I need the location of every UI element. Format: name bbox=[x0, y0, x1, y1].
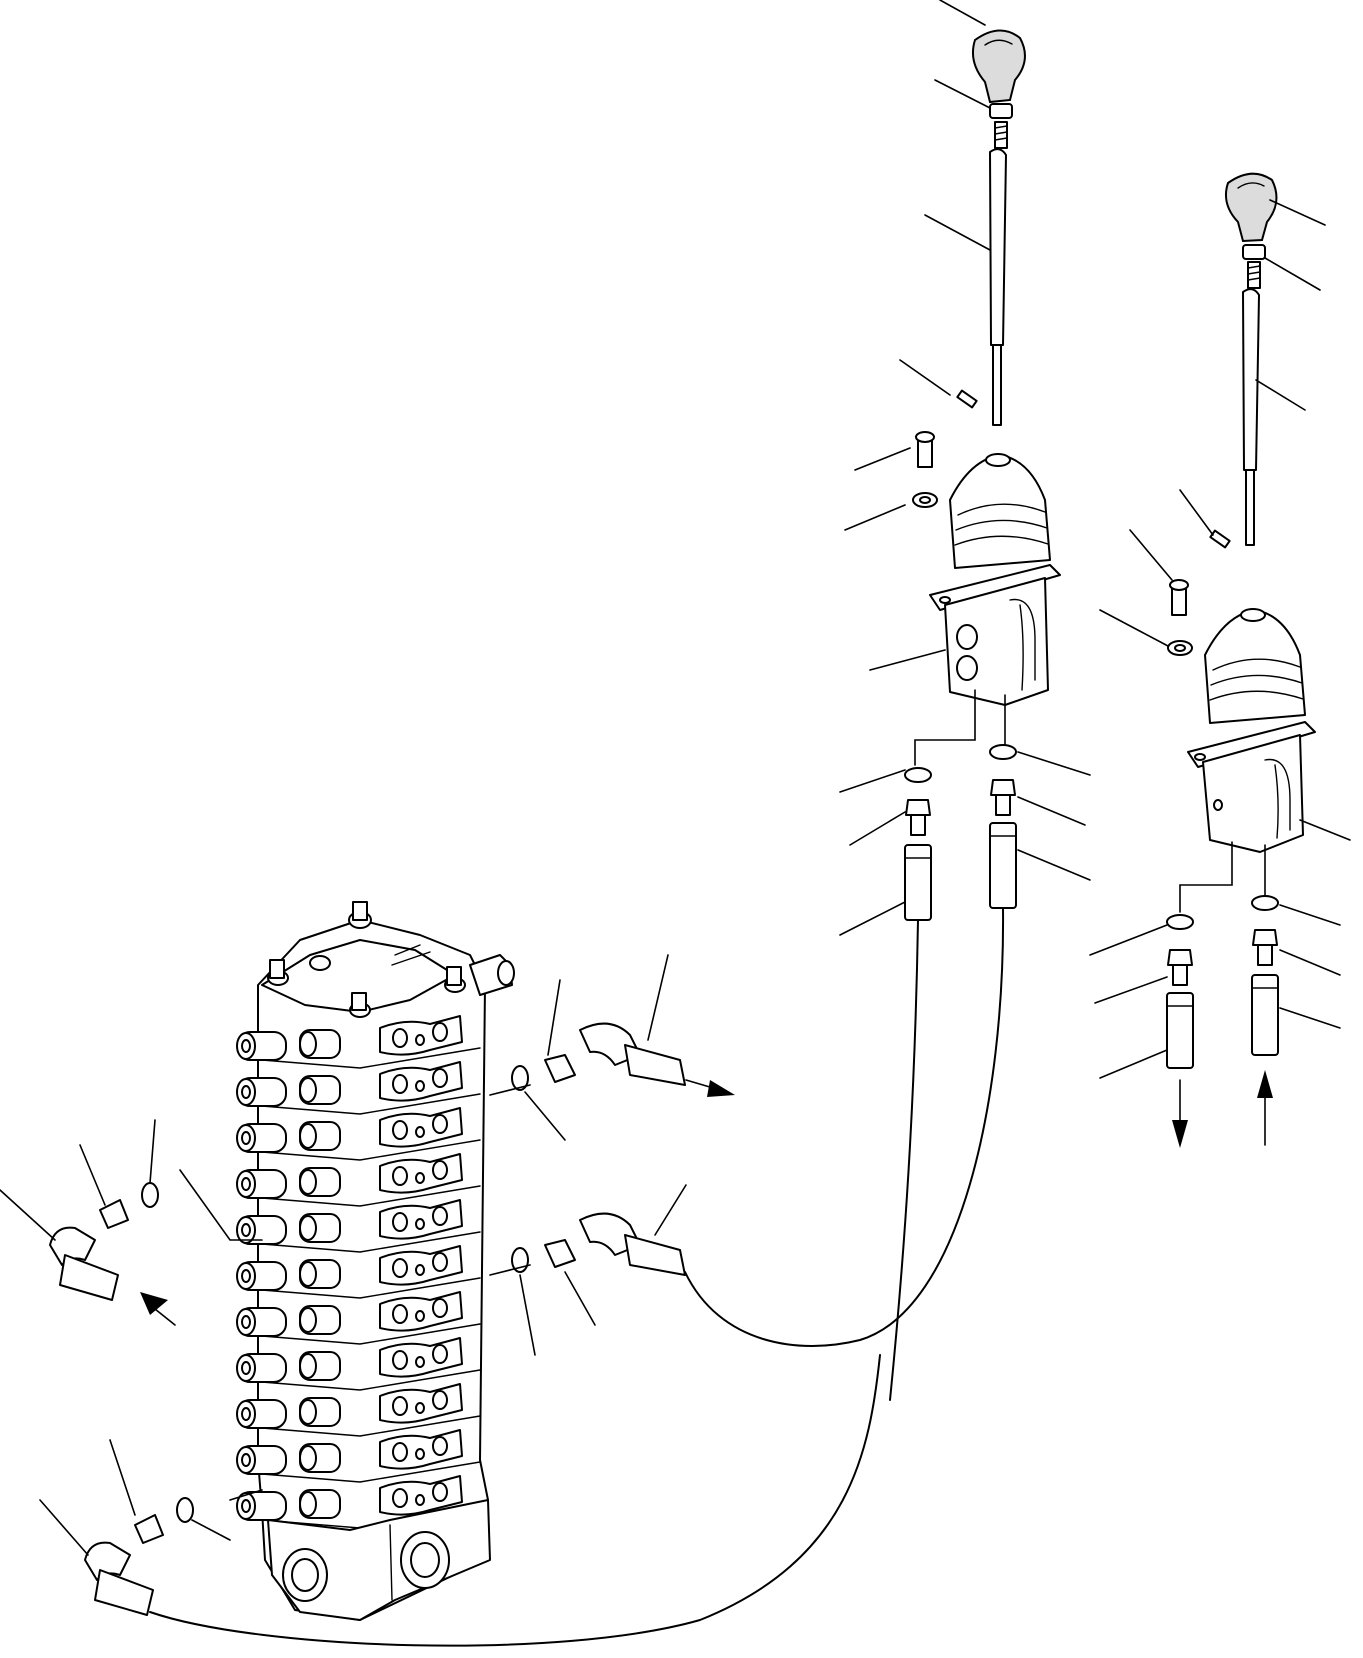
left-lower-elbow-fitting bbox=[84, 1497, 194, 1616]
spool-section bbox=[236, 1291, 481, 1345]
spool-section bbox=[236, 1015, 481, 1069]
flow-out-arrow-icon bbox=[707, 1080, 735, 1097]
hose-line bbox=[889, 919, 919, 1401]
spool-section bbox=[236, 1429, 481, 1483]
lock-nut-icon bbox=[1242, 244, 1266, 260]
o-ring-icon bbox=[176, 1497, 194, 1523]
lever-rod bbox=[989, 148, 1007, 346]
hose-end-icon bbox=[59, 1254, 119, 1301]
adapter-icon bbox=[1252, 929, 1278, 946]
hose-end-icon bbox=[94, 1569, 154, 1616]
lock-nut-icon bbox=[989, 103, 1013, 119]
pin-icon bbox=[956, 389, 978, 409]
adapter-icon bbox=[134, 1514, 164, 1544]
spool-section bbox=[236, 1337, 481, 1391]
hose-end-icon bbox=[1251, 974, 1279, 1056]
o-ring-icon bbox=[141, 1182, 159, 1208]
left-upper-elbow-fitting bbox=[49, 1182, 176, 1326]
hose-end-icon bbox=[624, 1044, 686, 1086]
flow-in-arrow-icon bbox=[140, 1292, 168, 1315]
o-ring-icon bbox=[904, 767, 932, 783]
flow-up-arrow-icon bbox=[1257, 1070, 1273, 1098]
adapter-icon bbox=[905, 799, 931, 816]
left-pilot-lever-assembly bbox=[904, 29, 1061, 921]
middle-right-elbow-fitting bbox=[511, 1212, 686, 1276]
lever-rod bbox=[1242, 288, 1260, 471]
spool-section bbox=[236, 1199, 481, 1253]
hose-end-icon bbox=[1166, 992, 1194, 1069]
callout-leader-lines bbox=[0, 0, 1351, 1556]
hoses bbox=[149, 907, 1005, 1647]
o-ring-icon bbox=[511, 1065, 529, 1091]
flow-down-arrow-icon bbox=[1172, 1120, 1188, 1148]
hose-end-icon bbox=[624, 1234, 686, 1276]
control-valve-block bbox=[236, 901, 515, 1621]
spool-section bbox=[236, 1061, 481, 1115]
hose-line bbox=[149, 1354, 881, 1647]
adapter-icon bbox=[544, 1239, 576, 1268]
adapter-icon bbox=[544, 1054, 576, 1083]
upper-right-elbow-fitting bbox=[511, 1022, 735, 1097]
valve-spool-sections bbox=[236, 1015, 481, 1529]
hose-line bbox=[684, 907, 1005, 1347]
o-ring-icon bbox=[1166, 914, 1194, 930]
spool-section bbox=[236, 1107, 481, 1161]
pin-icon bbox=[1209, 529, 1231, 549]
o-ring-icon bbox=[1251, 895, 1279, 911]
lever-knob-icon bbox=[1225, 172, 1278, 243]
adapter-icon bbox=[990, 779, 1016, 796]
spool-section bbox=[236, 1245, 481, 1299]
adapter-icon bbox=[99, 1199, 129, 1229]
spool-section bbox=[236, 1153, 481, 1207]
right-pilot-lever-assembly bbox=[1166, 172, 1316, 1148]
adapter-icon bbox=[1167, 949, 1193, 966]
lever-knob-icon bbox=[972, 29, 1026, 104]
hose-end-icon bbox=[904, 844, 932, 921]
o-ring-icon bbox=[989, 744, 1017, 760]
spool-section bbox=[236, 1383, 481, 1437]
